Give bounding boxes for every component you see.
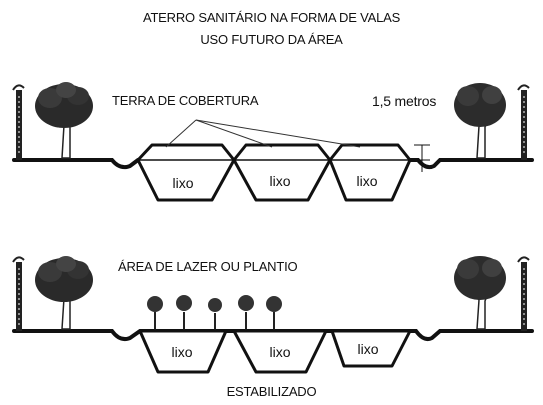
sapling xyxy=(147,296,163,331)
bottom-left-post xyxy=(12,256,25,331)
bottom-trench-2-label: lixo xyxy=(269,344,291,360)
sapling xyxy=(208,298,222,331)
saplings xyxy=(147,295,282,331)
top-trench-1 xyxy=(136,143,236,202)
bottom-trench-1-label: lixo xyxy=(171,344,193,360)
bottom-trench-3-label: lixo xyxy=(357,341,379,357)
bottom-trench-2 xyxy=(232,329,328,374)
bottom-right-tree xyxy=(454,256,506,330)
bottom-trench-1 xyxy=(138,329,228,374)
cover-soil-label: TERRA DE COBERTURA xyxy=(112,93,259,108)
cover-pointer-lines xyxy=(165,119,361,148)
top-right-post xyxy=(517,84,530,160)
top-left-post xyxy=(12,84,25,160)
bottom-left-tree xyxy=(35,256,93,330)
sapling xyxy=(266,296,282,331)
diagram-subtitle: USO FUTURO DA ÁREA xyxy=(200,32,343,47)
height-label: 1,5 metros xyxy=(372,93,437,109)
top-trench-3-label: lixo xyxy=(356,173,378,189)
top-left-tree xyxy=(35,82,93,159)
bottom-trench-3 xyxy=(330,329,412,368)
top-section xyxy=(12,82,534,202)
bottom-right-post xyxy=(517,256,530,331)
top-right-tree xyxy=(454,83,506,159)
top-trench-2-label: lixo xyxy=(269,173,291,189)
sapling xyxy=(238,295,254,331)
bottom-trenches xyxy=(138,329,412,374)
top-trench-1-label: lixo xyxy=(172,175,194,191)
bottom-section xyxy=(12,256,534,374)
future-use-label: ÁREA DE LAZER OU PLANTIO xyxy=(118,259,298,274)
stabilized-label: ESTABILIZADO xyxy=(226,384,317,399)
top-trenches xyxy=(136,143,412,202)
sapling xyxy=(176,295,192,331)
height-indicator xyxy=(414,144,430,172)
diagram-title: ATERRO SANITÁRIO NA FORMA DE VALAS xyxy=(142,10,401,25)
